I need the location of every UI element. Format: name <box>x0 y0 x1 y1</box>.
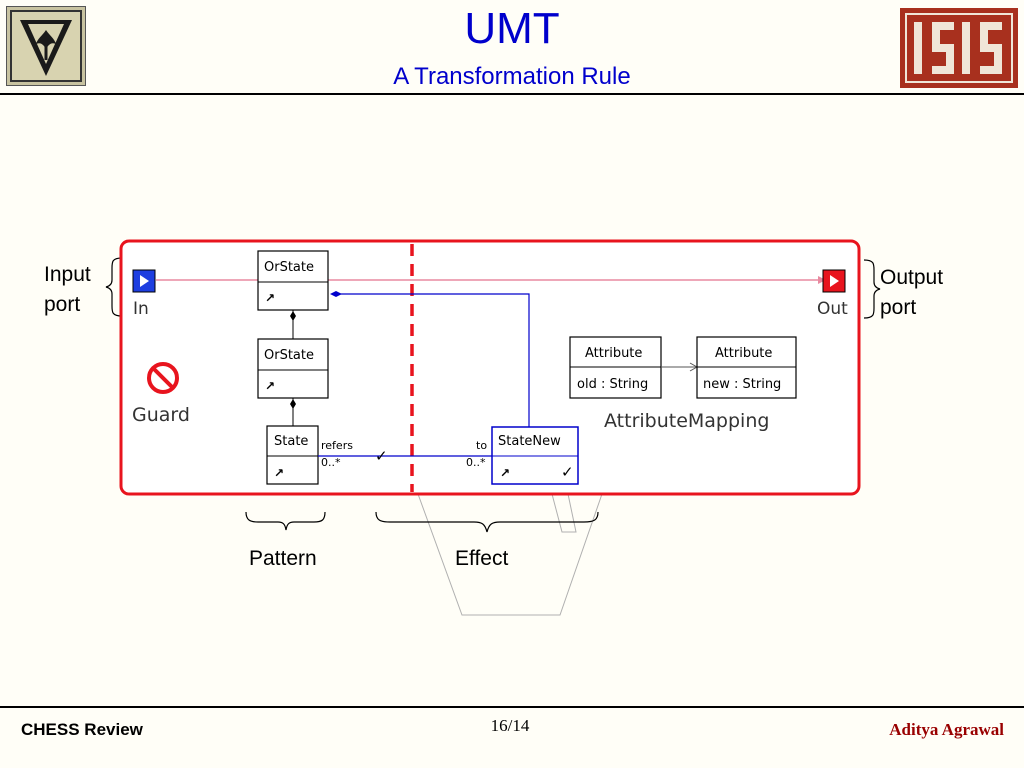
play-arrow-icon <box>830 275 839 287</box>
guard[interactable]: Guard <box>132 362 190 426</box>
attribute-old-box[interactable]: Attribute old : String <box>569 336 662 399</box>
footer-author: Aditya Agrawal <box>889 720 1004 739</box>
orstate-box-1[interactable]: OrState ↗ <box>257 250 329 311</box>
effect-projection-lines <box>417 493 603 616</box>
orstate-box-2[interactable]: OrState ↗ <box>257 338 329 399</box>
attribute-new-box[interactable]: Attribute new : String <box>696 336 797 399</box>
input-port-brace <box>105 257 123 317</box>
pattern-brace <box>245 511 326 531</box>
page-number: 16/14 <box>490 716 530 735</box>
shortcut-arrow-icon: ↗ <box>265 291 275 305</box>
connection-end-diamond-icon <box>330 291 342 297</box>
state-box[interactable]: State ↗ <box>266 425 319 485</box>
footer-event: CHESS Review <box>21 720 143 739</box>
out-port-label: Out <box>817 299 848 319</box>
to-role-label: to <box>476 439 487 452</box>
effect-label: Effect <box>455 547 509 570</box>
slide-header: UMT A Transformation Rule <box>0 0 1024 94</box>
shortcut-arrow-icon: ↗ <box>500 466 510 480</box>
isis-logo <box>900 8 1018 88</box>
vanderbilt-logo <box>6 6 86 86</box>
input-port-label-line2: port <box>44 293 81 316</box>
statenew-box[interactable]: StateNew ↗ ✓ <box>491 426 579 485</box>
input-port-label: Input port <box>44 260 91 320</box>
in-port-label: In <box>133 299 149 319</box>
play-arrow-icon <box>140 275 149 287</box>
orstate-1-name: OrState <box>264 260 314 275</box>
effect-brace <box>375 511 599 533</box>
attribute-mapping-label: AttributeMapping <box>604 410 769 432</box>
state-name: State <box>274 434 308 449</box>
in-port[interactable]: In <box>132 269 156 319</box>
output-port-label-line1: Output <box>880 266 944 289</box>
out-port[interactable]: Out <box>817 269 848 319</box>
to-multiplicity: 0..* <box>466 456 486 469</box>
slide-title: UMT <box>464 4 560 53</box>
refers-multiplicity: 0..* <box>321 456 341 469</box>
output-port-brace <box>863 259 881 319</box>
attribute-old-title: Attribute <box>585 346 642 361</box>
checkmark-icon: ✓ <box>561 463 574 481</box>
shortcut-arrow-icon: ↗ <box>265 379 275 393</box>
output-port-label: Output port <box>880 263 943 323</box>
header-divider <box>0 93 1024 95</box>
input-port-label-line1: Input <box>44 263 91 286</box>
orstate-to-statenew-connection <box>336 293 530 427</box>
statenew-name: StateNew <box>498 434 561 449</box>
checkmark-icon: ✓ <box>375 447 388 465</box>
pattern-label: Pattern <box>249 547 317 570</box>
refers-role-label: refers <box>321 439 353 452</box>
guard-label: Guard <box>132 404 190 426</box>
shortcut-arrow-icon: ↗ <box>274 466 284 480</box>
attribute-new-field: new : String <box>703 377 781 392</box>
footer-divider <box>0 706 1024 708</box>
attribute-new-title: Attribute <box>715 346 772 361</box>
composition-diamond-icon <box>290 311 296 321</box>
composition-diamond-icon <box>290 399 296 409</box>
orstate-2-name: OrState <box>264 348 314 363</box>
attribute-old-field: old : String <box>577 377 648 392</box>
output-port-label-line2: port <box>880 296 917 319</box>
in-out-connection-arrow <box>818 276 826 284</box>
slide-subtitle: A Transformation Rule <box>393 63 631 90</box>
